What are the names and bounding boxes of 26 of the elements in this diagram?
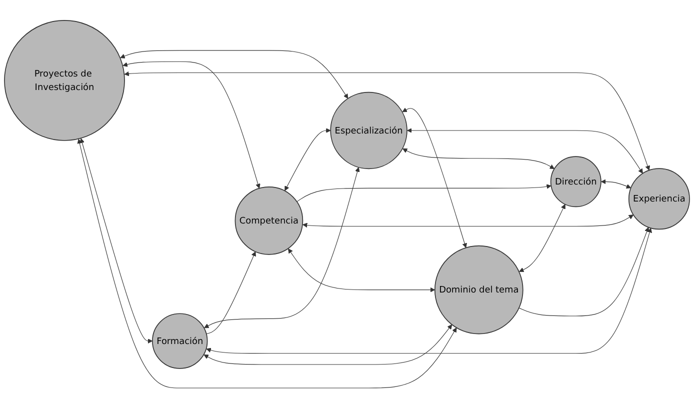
arrow (302, 214, 634, 228)
arrow (402, 148, 555, 169)
arrow (600, 178, 632, 188)
arrow (406, 128, 643, 174)
arrow (206, 228, 652, 354)
arrow (120, 50, 348, 98)
arrow (518, 226, 650, 316)
node-circle: Dirección (550, 156, 602, 207)
arrow (296, 184, 552, 202)
arrow (122, 61, 260, 188)
node-circle: Proyectos de Investigación (4, 20, 125, 141)
arrow (204, 324, 452, 365)
node-circle: Especialización (330, 92, 408, 169)
arrow (284, 128, 331, 191)
arrow (518, 204, 566, 272)
arrow (402, 107, 467, 248)
node-circle: Formación (152, 312, 208, 369)
arrow (80, 138, 153, 344)
node-circle: Dominio del tema (434, 245, 524, 334)
node-circle: Experiencia (628, 168, 690, 230)
arrow (288, 248, 436, 292)
arrow (77, 138, 457, 388)
node-circle: Competencia (234, 186, 304, 255)
arrow (206, 251, 256, 334)
arrow (124, 71, 650, 170)
arrow (204, 166, 360, 328)
